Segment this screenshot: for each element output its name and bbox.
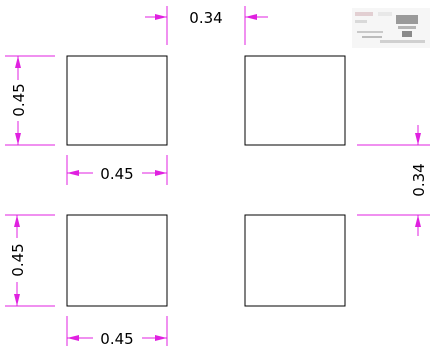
thumbnail-preview-icon <box>352 8 430 48</box>
dimension-top-gap: 0.34 <box>145 6 268 45</box>
pad-bottom-right <box>244 214 346 307</box>
dimension-label-right-gap: 0.34 <box>410 163 428 196</box>
pad-top-right <box>244 55 346 146</box>
dimension-top-left-width: 0.45 <box>66 155 168 185</box>
dimension-right-gap: 0.34 <box>357 125 430 236</box>
dimension-label-top-gap: 0.34 <box>189 9 222 27</box>
dimension-top-left-height: 0.45 <box>5 55 55 146</box>
dimension-label-top-left-width: 0.45 <box>100 165 133 183</box>
dimension-bottom-left-height: 0.45 <box>5 214 55 307</box>
pad-bottom-left <box>66 214 168 307</box>
dimension-label-top-left-height: 0.45 <box>10 83 28 116</box>
pad-top-left <box>66 55 168 146</box>
dimension-bottom-left-width: 0.45 <box>66 316 168 348</box>
dimension-label-bottom-left-height: 0.45 <box>9 243 27 276</box>
dimension-label-bottom-left-width: 0.45 <box>100 330 133 348</box>
